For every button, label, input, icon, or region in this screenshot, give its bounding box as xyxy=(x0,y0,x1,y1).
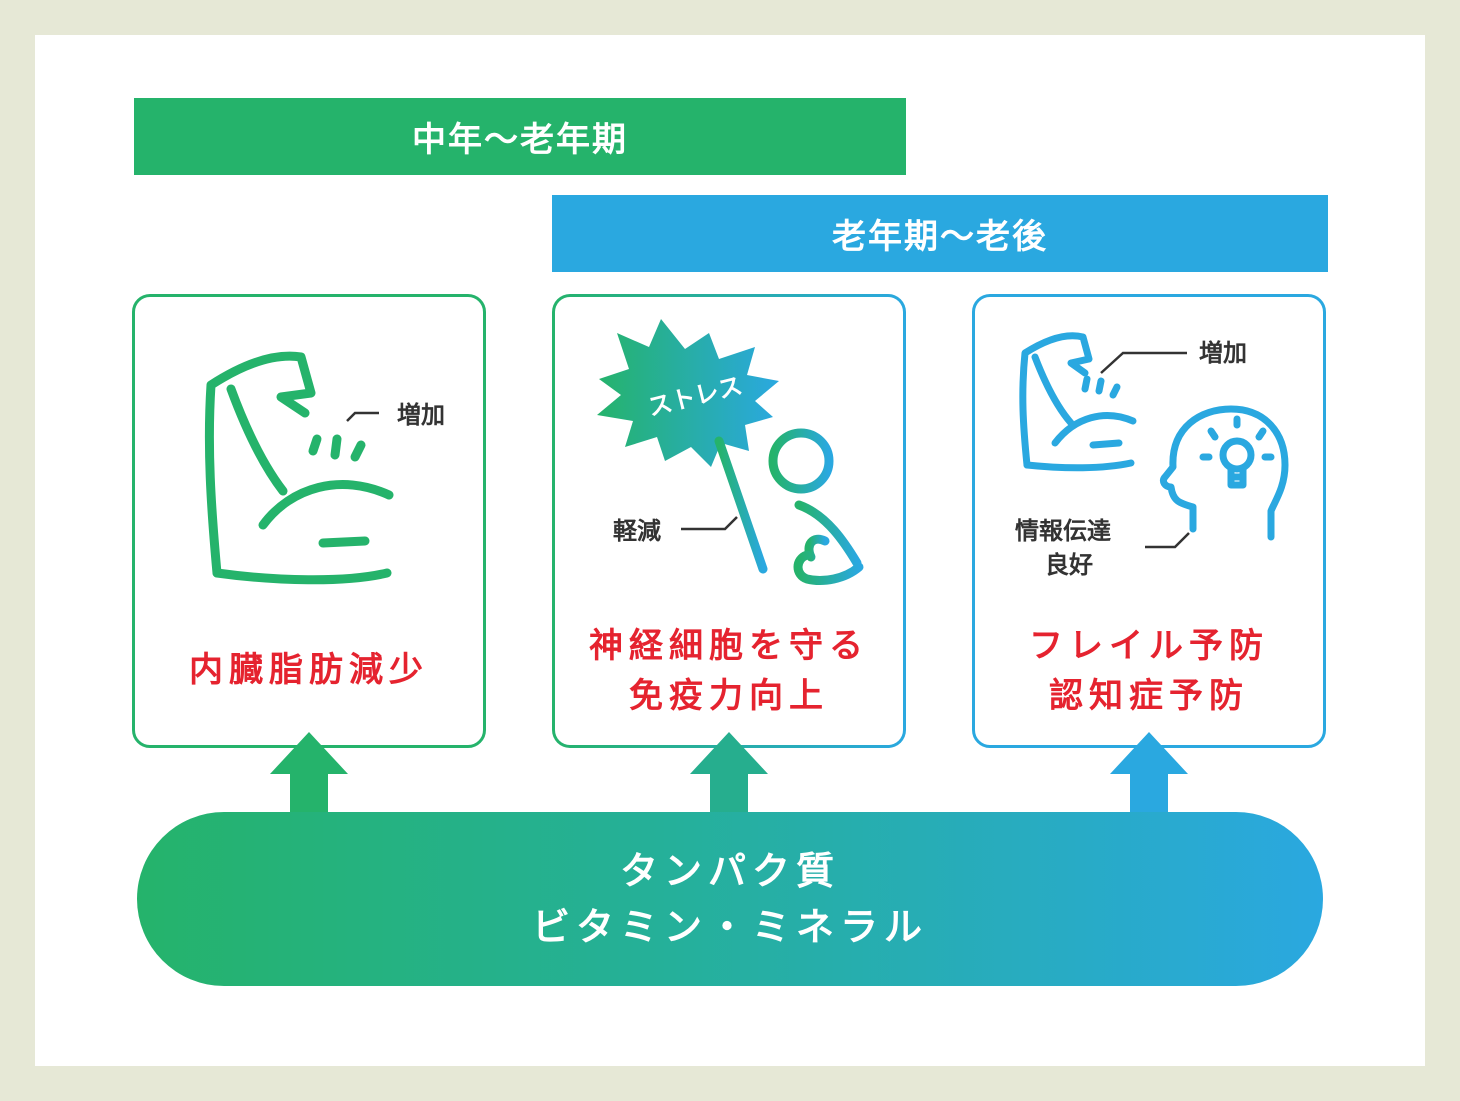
card-nerve-immunity: ストレス 軽減 神経細胞を守る 免疫力向上 xyxy=(552,294,906,748)
band-old-age-to-late-life: 老年期〜老後 xyxy=(552,195,1328,272)
pill-line-protein: タンパク質 xyxy=(619,849,840,893)
card-title-line: 認知症予防 xyxy=(1049,676,1249,716)
card-title-line: 免疫力向上 xyxy=(629,676,829,716)
pill-line-vitamin-mineral: ビタミン・ミネラル xyxy=(531,905,928,949)
up-arrow-2 xyxy=(690,732,768,818)
annotation-information-transmission: 情報伝達 xyxy=(1015,517,1111,545)
flexed-arm-icon xyxy=(204,351,394,585)
card-title-line: 内臓脂肪減少 xyxy=(189,650,429,690)
arm-and-head-lightbulb-icon: 増加 情報伝達 良好 xyxy=(1015,332,1289,579)
band-label: 老年期〜老後 xyxy=(832,217,1048,257)
stress-burst-person-icon: ストレス 軽減 xyxy=(597,319,864,585)
band-middle-to-old-age: 中年〜老年期 xyxy=(134,98,906,175)
card-title: フレイル予防 認知症予防 xyxy=(975,621,1323,721)
card-title-line: 神経細胞を守る xyxy=(589,626,869,666)
stress-burst-shape xyxy=(597,319,779,467)
annotation-reduce: 軽減 xyxy=(613,517,661,545)
annotation-increase: 増加 xyxy=(1199,339,1247,367)
nutrient-base-pill: タンパク質 ビタミン・ミネラル xyxy=(137,812,1323,986)
card-visceral-fat: 増加 内臓脂肪減少 xyxy=(132,294,486,748)
card-title: 内臓脂肪減少 xyxy=(135,645,483,695)
annotation-layer: 増加 xyxy=(397,401,445,429)
up-arrow-1 xyxy=(270,732,348,818)
annotation-good: 良好 xyxy=(1045,551,1093,579)
band-label: 中年〜老年期 xyxy=(412,120,628,160)
card-title-line: フレイル予防 xyxy=(1029,626,1269,666)
card-frailty-dementia: 増加 情報伝達 良好 フレイル予防 認知症予防 xyxy=(972,294,1326,748)
card-title: 神経細胞を守る 免疫力向上 xyxy=(555,621,903,721)
up-arrow-3 xyxy=(1110,732,1188,818)
annotation-increase: 増加 xyxy=(397,401,445,429)
